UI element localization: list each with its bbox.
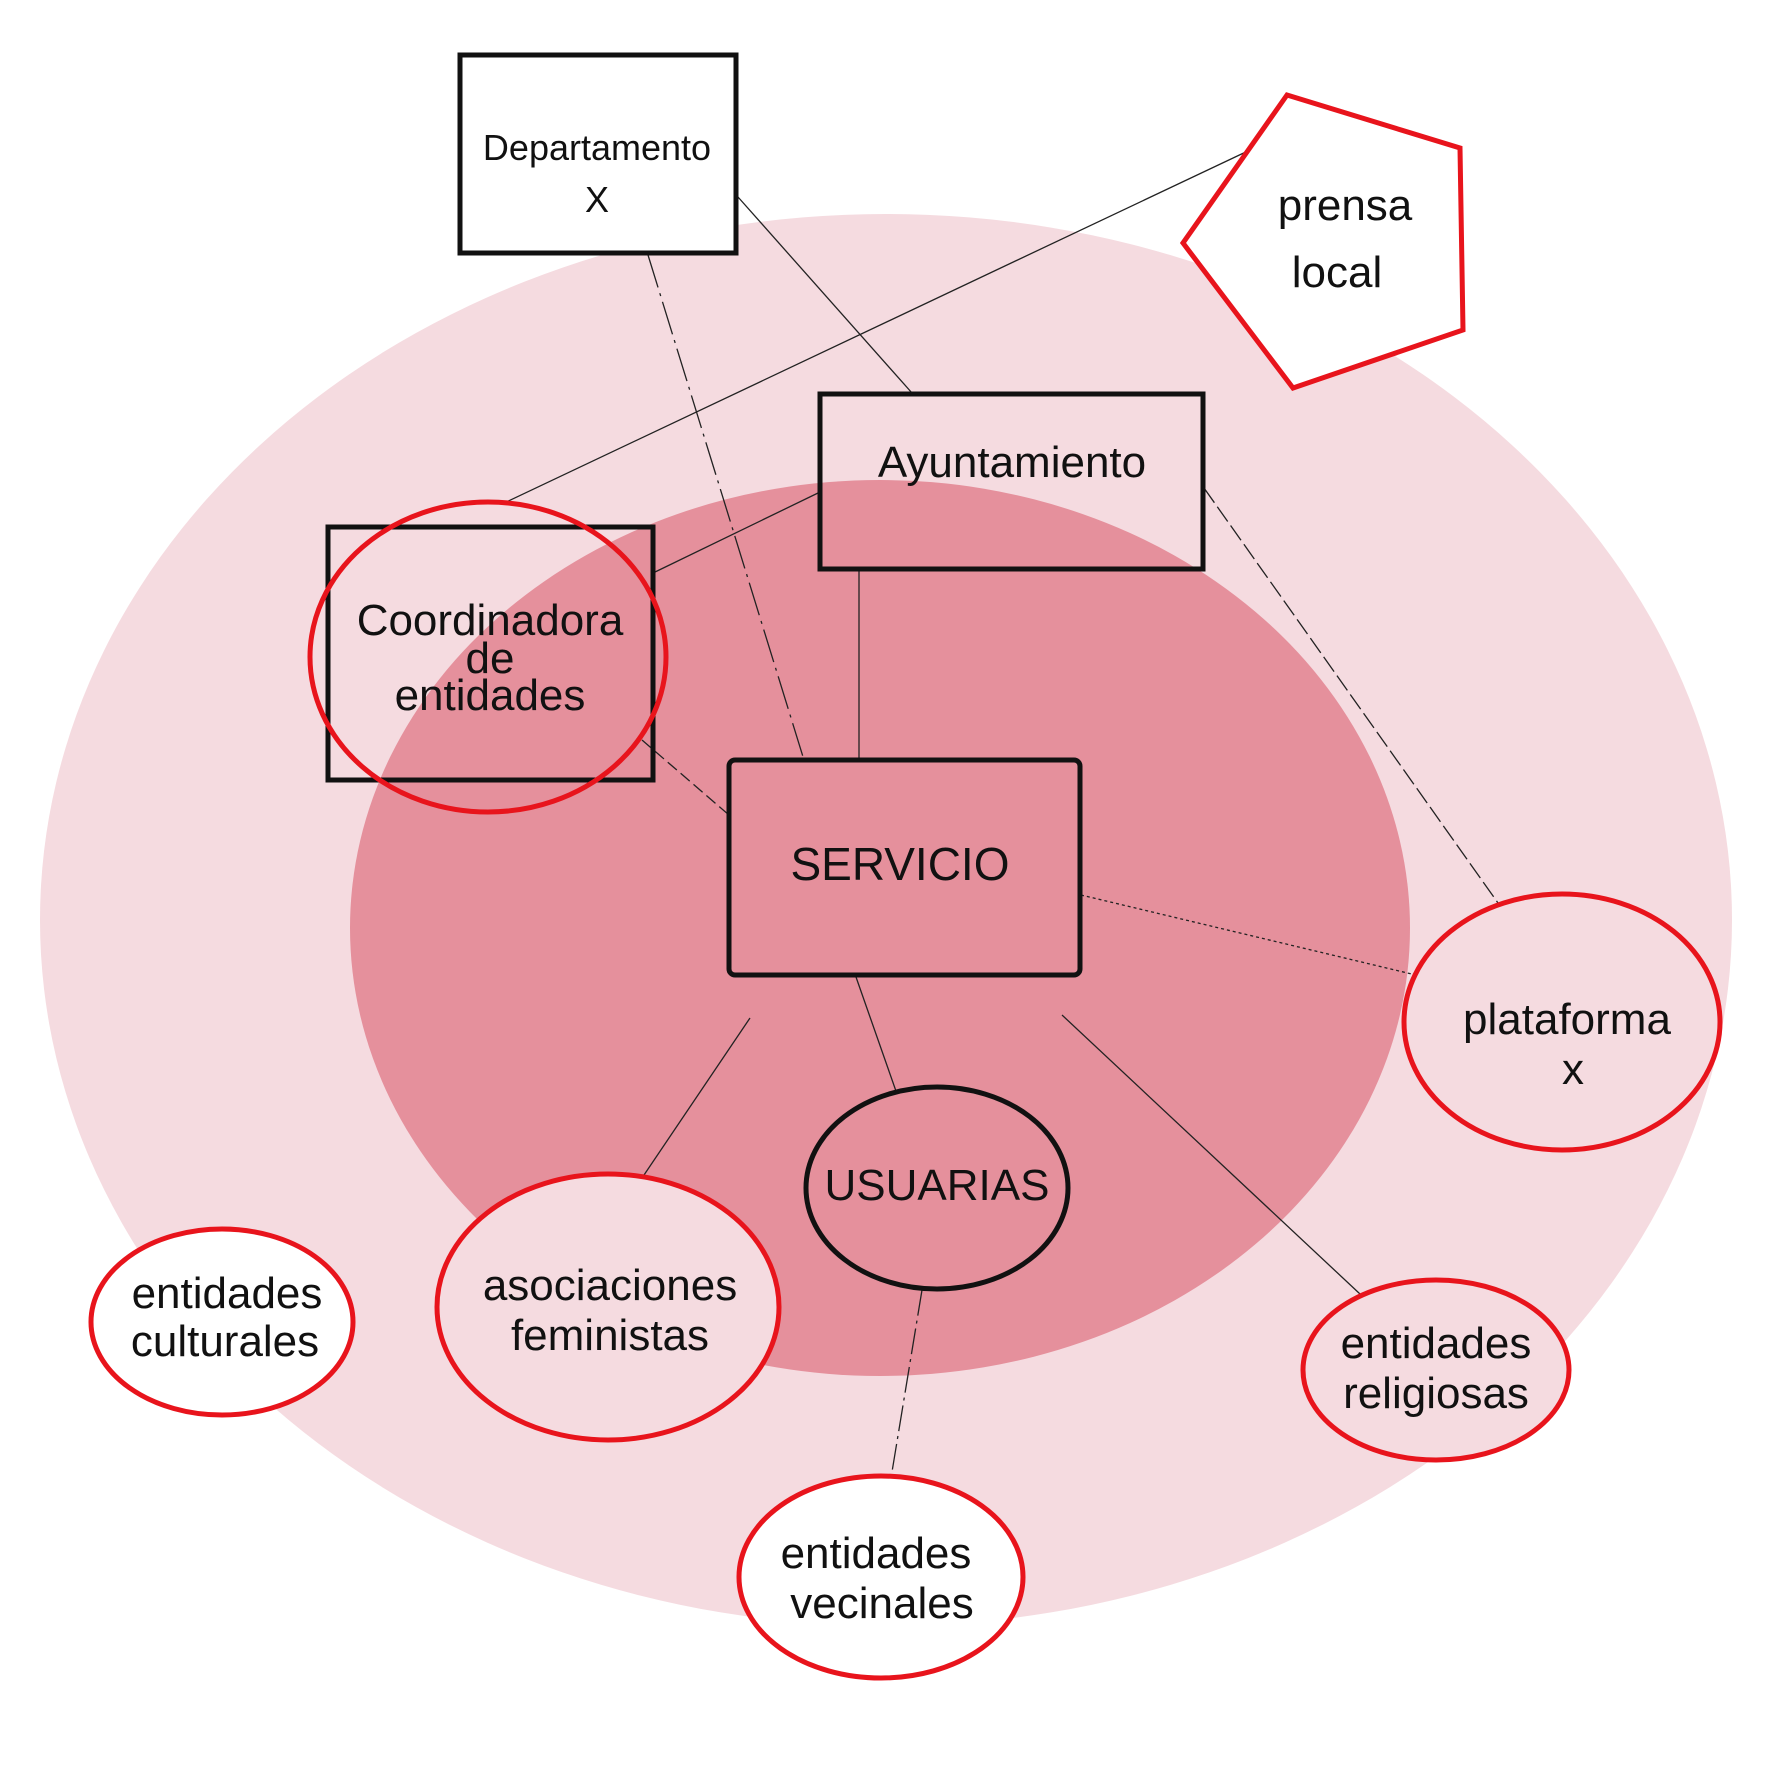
usuarias-label: USUARIAS: [825, 1161, 1050, 1210]
coordinadora-label-line2: de: [466, 634, 515, 683]
plataforma-circle: [1401, 891, 1723, 1153]
vecinales-label-line2: vecinales: [790, 1579, 973, 1628]
feministas-label-line1: asociaciones: [483, 1261, 737, 1310]
vecinales-circle: [736, 1473, 1026, 1681]
prensa-label-line2: local: [1292, 248, 1383, 297]
culturales-label-line2: culturales: [131, 1317, 319, 1366]
node-servicio: SERVICIO: [726, 757, 1083, 978]
coordinadora-label-line3: entidades: [395, 671, 586, 720]
link-ayuntamiento-plataforma: [1203, 487, 1499, 904]
node-entidades-culturales: entidades culturales: [88, 1226, 356, 1418]
inner-ring: [350, 480, 1410, 1376]
link-servicio-plataforma: [1080, 894, 1421, 977]
link-ayuntamiento-coordinadora: [652, 492, 819, 574]
node-coordinadora: Coordinadora de entidades: [307, 499, 669, 815]
link-servicio-feministas: [643, 1017, 751, 1176]
link-departamento-ayuntamiento: [737, 196, 913, 394]
link-coordinadora-servicio: [641, 739, 730, 816]
culturales-label-line1: entidades: [132, 1269, 323, 1318]
node-prensa-local: prensa local: [1179, 92, 1466, 391]
coordinadora-label-line1: Coordinadora: [357, 596, 624, 645]
usuarias-circle: [803, 1084, 1071, 1292]
departamento-box: [457, 52, 739, 256]
link-prensa-coordinadora: [501, 149, 1251, 505]
node-ayuntamiento: Ayuntamiento: [817, 391, 1206, 572]
coordinadora-box: [325, 524, 656, 783]
link-usuarias-vecinales: [890, 1289, 923, 1479]
ayuntamiento-label: Ayuntamiento: [878, 438, 1146, 487]
feministas-circle: [434, 1171, 782, 1443]
node-entidades-religiosas: entidades religiosas: [1300, 1277, 1572, 1463]
node-departamento: Departamento X: [457, 52, 739, 256]
node-asociaciones-feministas: asociaciones feministas: [434, 1171, 782, 1443]
departamento-label-line1: Departamento: [483, 127, 711, 168]
vecinales-label-line1: entidades: [781, 1529, 972, 1578]
connectors: [501, 149, 1499, 1479]
religiosas-circle: [1300, 1277, 1572, 1463]
plataforma-label-line2: x: [1562, 1045, 1584, 1094]
plataforma-label-line1: plataforma: [1463, 995, 1671, 1044]
religiosas-label-line2: religiosas: [1343, 1369, 1529, 1418]
servicio-label: SERVICIO: [791, 838, 1010, 890]
servicio-box: [726, 757, 1083, 978]
religiosas-label-line1: entidades: [1341, 1319, 1532, 1368]
prensa-label-line1: prensa: [1278, 181, 1413, 230]
link-servicio-usuarias: [855, 976, 898, 1095]
culturales-circle: [88, 1226, 356, 1418]
prensa-pentagon: [1179, 92, 1466, 391]
node-entidades-vecinales: entidades vecinales: [736, 1473, 1026, 1681]
ayuntamiento-box: [817, 391, 1206, 572]
node-usuarias: USUARIAS: [803, 1084, 1071, 1292]
link-departamento-servicio: [647, 254, 805, 761]
link-servicio-religiosas: [1061, 1014, 1361, 1295]
coordinadora-circle: [307, 499, 669, 815]
feministas-label-line2: feministas: [511, 1311, 709, 1360]
departamento-label-line2: X: [585, 179, 609, 220]
node-plataforma: plataforma x: [1401, 891, 1723, 1153]
